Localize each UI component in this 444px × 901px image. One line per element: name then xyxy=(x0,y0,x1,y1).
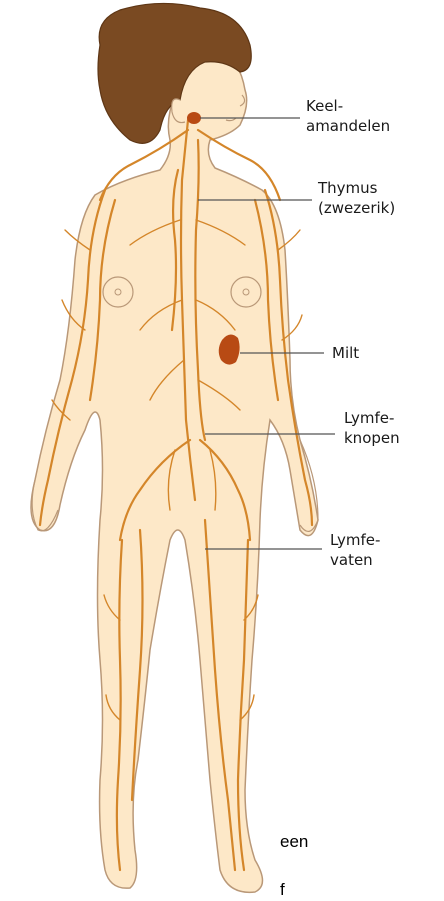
stray-text-line2: f xyxy=(280,880,285,900)
label-nodes-text: Lymfe- knopen xyxy=(344,409,400,447)
label-thymus-text: Thymus (zwezerik) xyxy=(318,179,395,217)
label-vessels: Lymfe- vaten xyxy=(330,530,380,570)
label-tonsils-text: Keel- amandelen xyxy=(306,97,390,135)
label-thymus: Thymus (zwezerik) xyxy=(318,178,395,218)
label-spleen: Milt xyxy=(332,343,359,363)
label-tonsils: Keel- amandelen xyxy=(306,96,390,136)
body-silhouette xyxy=(31,3,318,892)
label-nodes: Lymfe- knopen xyxy=(344,408,400,448)
tonsil-organ xyxy=(187,112,201,124)
body-outline xyxy=(31,49,318,893)
stray-text-line1: een xyxy=(280,832,308,852)
label-spleen-text: Milt xyxy=(332,344,359,362)
label-vessels-text: Lymfe- vaten xyxy=(330,531,380,569)
